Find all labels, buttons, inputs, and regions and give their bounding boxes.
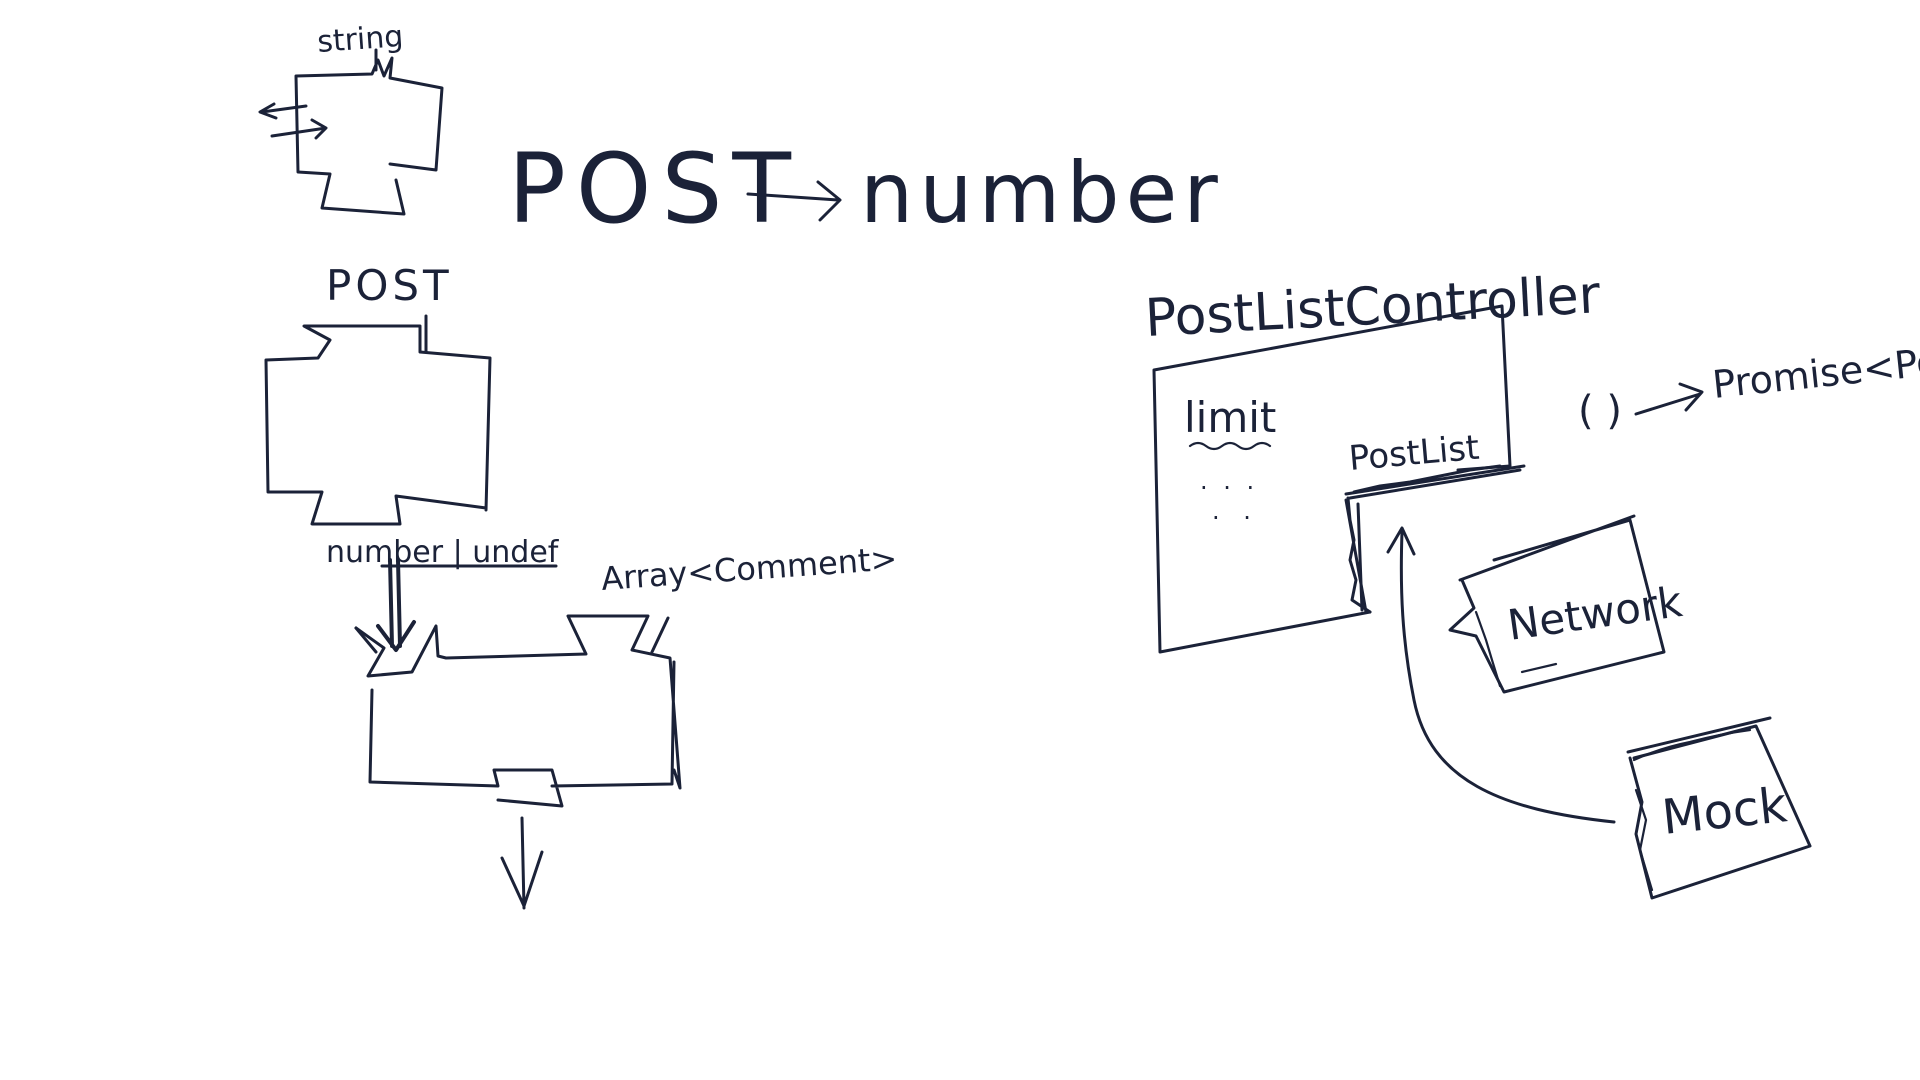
limit-underline (1188, 441, 1272, 451)
network-underline (1520, 662, 1558, 674)
mock-label: Mock (1659, 777, 1789, 846)
mock-box-scribble (1632, 728, 1752, 892)
promise-label: Promise<Post[]> (1710, 329, 1920, 407)
string-label: string (316, 19, 404, 60)
string-left-arrow (258, 102, 308, 120)
array-comment-label: Array<Comment> (600, 539, 899, 598)
post-to-number-group: POST number (508, 133, 1224, 245)
method-signature: ( ) Promise<Post[]> (1578, 329, 1920, 434)
arrow-up-icon (1386, 526, 1416, 556)
post-block-label: POST (326, 261, 453, 310)
string-block-outline (294, 56, 444, 216)
comment-puzzle-block (354, 614, 682, 808)
arrow-right-icon-2 (1634, 382, 1704, 416)
network-box: Network (1448, 514, 1686, 694)
bottom-block-inputs: number | undef Array<Comment> (326, 535, 899, 652)
limit-label: limit (1184, 393, 1276, 442)
postlist-slot-hatched (1344, 464, 1526, 614)
comment-block-outline (354, 614, 682, 808)
controller-dots-2: · · (1212, 504, 1259, 532)
mock-to-postlist-arrow (1399, 530, 1616, 824)
controller-label: PostListController (1144, 265, 1603, 349)
post-puzzle-block: POST (264, 261, 492, 526)
mock-box: Mock (1626, 716, 1812, 900)
number-undef-label: number | undef (326, 535, 560, 570)
string-puzzle-block: string (258, 19, 444, 216)
post-to-number-label: POST (508, 133, 801, 245)
network-box-scribble (1474, 610, 1502, 688)
comment-block-left-notch (354, 626, 378, 654)
arrow-right-icon (746, 180, 842, 222)
network-box-outline (1448, 514, 1666, 694)
string-right-arrow (270, 118, 328, 140)
post-list-controller: PostListController limit · · · · · PostL… (1144, 265, 1603, 654)
paren-call-label: ( ) (1578, 388, 1622, 434)
network-label: Network (1505, 577, 1686, 650)
mock-box-outline (1626, 716, 1812, 900)
number-label: number (860, 144, 1224, 242)
number-undef-down-arrow (376, 558, 416, 652)
post-block-outline (264, 324, 492, 526)
controller-dots-1: · · · (1200, 474, 1258, 502)
arrow-down-icon (500, 816, 544, 910)
